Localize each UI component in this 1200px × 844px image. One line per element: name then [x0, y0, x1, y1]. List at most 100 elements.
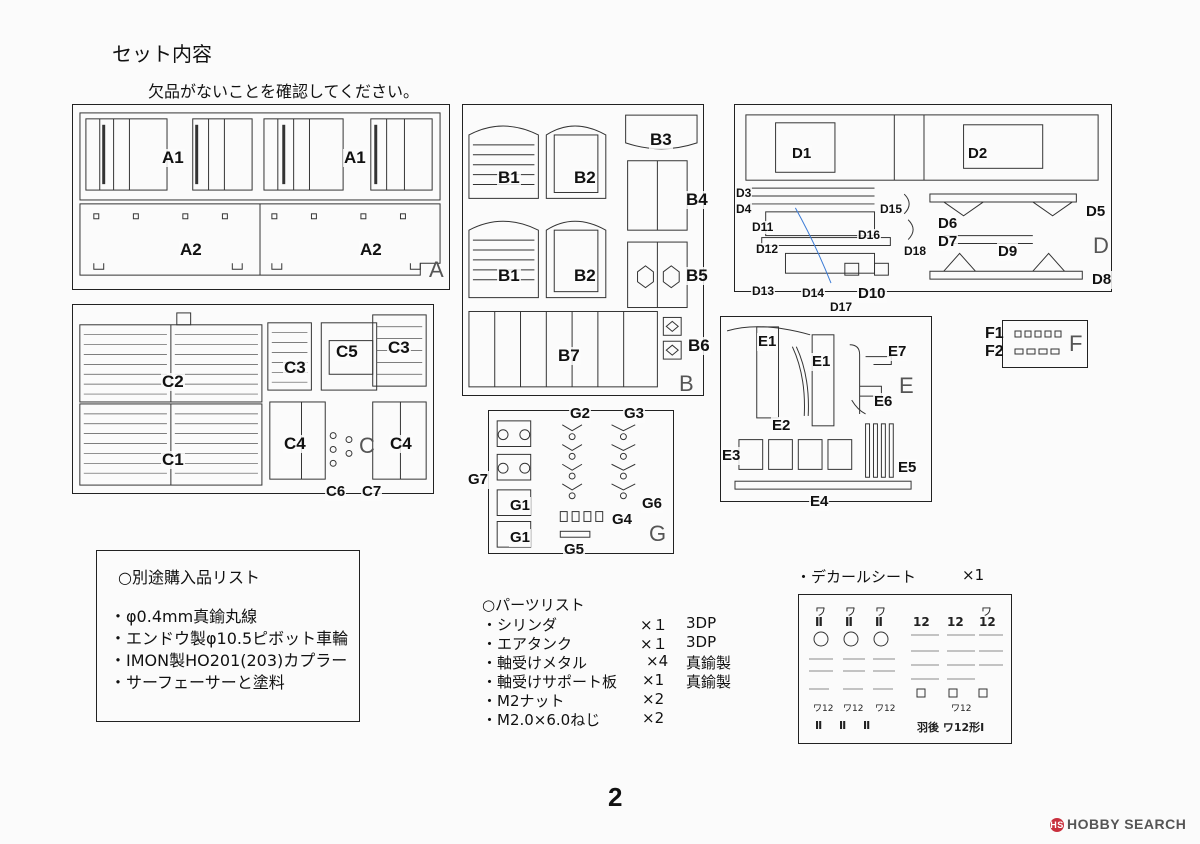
part-label-b2: B2 [573, 266, 597, 285]
decal-small: ワ12 [843, 704, 864, 714]
decal-mark: ワ [815, 605, 826, 618]
list-item: ・エンドウ製φ10.5ピボット車輪 [110, 629, 349, 648]
parts-list-row: ・M2.0×6.0ねじ×2 [482, 709, 742, 729]
part-label-e1: E1 [811, 353, 832, 371]
part-label-b3: B3 [649, 130, 673, 149]
part-label-e4: E4 [809, 493, 830, 511]
decal-mark: Ⅱ [839, 719, 847, 732]
part-label-c4: C4 [283, 434, 307, 453]
part-label-b4: B4 [685, 190, 709, 209]
part-name: ・軸受けサポート板 [482, 673, 618, 691]
sheet-d: D1 D2 D3 D4 D5 D6 D7 D8 D9 D10 D11 D12 D… [734, 104, 1113, 314]
part-label-g7: G7 [467, 471, 490, 489]
part-label-c7: C7 [361, 483, 383, 501]
page-title: セット内容 [112, 42, 212, 66]
part-label-g1: G1 [509, 497, 532, 515]
part-qty: ×2 [642, 690, 665, 708]
part-label-e5: E5 [897, 459, 918, 477]
watermark-text: HOBBY SEARCH [1067, 816, 1187, 832]
part-name: ・軸受けメタル [482, 654, 588, 672]
part-material: 3DP [686, 614, 717, 632]
list-item: ・サーフェーサーと塗料 [110, 673, 285, 692]
part-label-d13: D13 [751, 284, 776, 298]
separately-purchased-box [96, 550, 360, 722]
decal-mark: 12 [979, 615, 996, 629]
part-label-d17: D17 [829, 300, 854, 314]
sheet-letter-g: G [649, 521, 667, 546]
sheet-d-drawing [745, 114, 1099, 284]
part-material: 真鍮製 [686, 673, 732, 691]
part-label-d18: D18 [903, 244, 928, 258]
part-label-f1: F1 [985, 325, 1004, 342]
list-item: ・IMON製HO201(203)カプラー [110, 651, 348, 670]
decal-graphics [809, 631, 1003, 698]
part-label-e7: E7 [887, 343, 908, 361]
part-label-g3: G3 [623, 405, 646, 423]
decal-mark: Ⅱ [845, 615, 853, 629]
part-label-d15: D15 [879, 202, 904, 216]
part-label-b2: B2 [573, 168, 597, 187]
part-label-d7: D7 [937, 233, 959, 251]
sheet-f: F1 F2 F [985, 320, 1088, 368]
part-label-b5: B5 [685, 266, 709, 285]
part-label-d2: D2 [967, 145, 989, 163]
part-label-d4: D4 [735, 202, 753, 216]
parts-list-row: ・シリンダ ×１ 3DP [482, 614, 742, 634]
part-label-c4: C4 [389, 434, 413, 453]
part-label-e6: E6 [873, 393, 894, 411]
part-label-e2: E2 [771, 417, 792, 435]
page-number: 2 [608, 782, 623, 812]
sheet-b: B1 B1 B2 B2 B3 B4 B5 B6 B7 B [462, 104, 711, 396]
part-qty: ×１ [640, 616, 668, 634]
separately-purchased-title: ○別途購入品リスト [118, 568, 260, 587]
parts-list-title: ○パーツリスト [482, 596, 585, 614]
separately-purchased-list: ・φ0.4mm真鍮丸線 ・エンドウ製φ10.5ピボット車輪 ・IMON製HO20… [110, 606, 348, 694]
decal-mark: 12 [913, 615, 930, 629]
parts-list-row: ・M2ナット ×2 [482, 690, 742, 710]
decal-mark: 12 [947, 615, 964, 629]
sheet-letter-c: C [359, 433, 375, 458]
decal-sheet-heading: ・デカールシート ×1 [796, 566, 996, 587]
decal-label: ・デカールシート [796, 568, 917, 586]
decal-small: ワ12 [875, 704, 896, 714]
part-label-a1: A1 [343, 148, 367, 167]
part-label-c2: C2 [161, 372, 185, 391]
decal-mark: ワ [875, 605, 886, 618]
sheet-c-drawing [79, 312, 427, 486]
part-label-g4: G4 [611, 511, 634, 529]
parts-list-row: ・軸受けサポート板 ×1 真鍮製 [482, 671, 742, 691]
sheet-letter-e: E [899, 373, 914, 398]
part-label-g2: G2 [569, 405, 592, 423]
part-label-c6: C6 [325, 483, 347, 501]
part-label-c5: C5 [335, 342, 359, 361]
decal-mark: Ⅱ [815, 719, 823, 732]
decal-qty: ×1 [962, 566, 985, 584]
decal-mark: ワ [981, 605, 992, 618]
sheet-letter-a: A [429, 257, 444, 282]
decal-mark: Ⅱ [815, 615, 823, 629]
part-qty: ×2 [642, 709, 665, 727]
part-qty: ×1 [642, 671, 665, 689]
part-label-d14: D14 [801, 286, 826, 300]
sheet-f-drawing [1014, 330, 1062, 355]
part-label-a2: A2 [179, 240, 203, 259]
sheet-e: E1 E1 E7 E6 E2 E3 E5 E4 E [720, 316, 932, 511]
part-label-d1: D1 [791, 145, 813, 163]
part-label-d8: D8 [1091, 271, 1113, 289]
part-label-b1: B1 [497, 168, 521, 187]
part-name: ・M2ナット [482, 692, 565, 710]
part-label-g1: G1 [509, 529, 532, 547]
part-label-g6: G6 [641, 495, 664, 513]
part-label-g5: G5 [563, 541, 586, 559]
part-name: ・シリンダ [482, 616, 558, 634]
part-label-c3: C3 [387, 338, 411, 357]
sheet-b-drawing [468, 114, 698, 388]
part-label-d9: D9 [997, 243, 1019, 261]
part-label-b6: B6 [687, 336, 711, 355]
sheet-letter-d: D [1093, 233, 1109, 258]
part-label-b1: B1 [497, 266, 521, 285]
decal-mark: Ⅱ [863, 719, 871, 732]
